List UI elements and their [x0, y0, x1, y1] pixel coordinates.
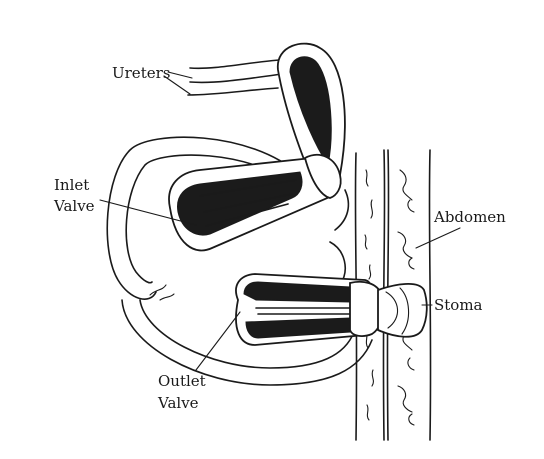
label-inlet-line2: Valve [53, 197, 95, 215]
label-inlet-line1: Inlet [54, 176, 89, 194]
label-stoma: Stoma [434, 296, 483, 314]
label-abdomen: Abdomen [433, 208, 506, 226]
label-ureters: Ureters [112, 64, 170, 82]
stoma [378, 284, 427, 337]
outlet-valve [236, 274, 383, 345]
ureters [188, 60, 282, 95]
label-outlet-line2: Valve [157, 394, 199, 412]
inlet-valve [169, 155, 341, 251]
label-outlet-line1: Outlet [158, 372, 206, 390]
